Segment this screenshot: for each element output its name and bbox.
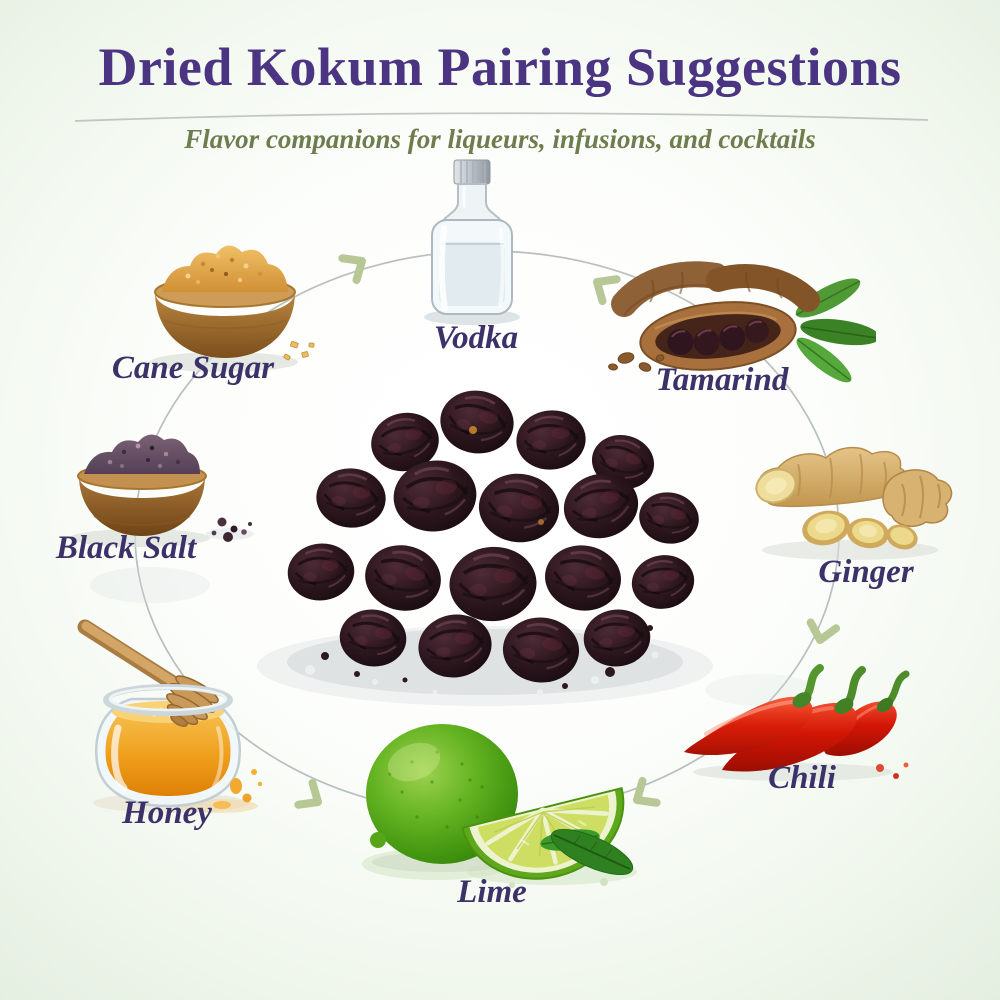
black-salt-bowl-illustration: [70, 434, 254, 547]
pairing-label-honey: Honey: [122, 795, 212, 831]
pairing-item-tamarind: [600, 246, 876, 386]
chili-peppers-illustration: [684, 664, 910, 781]
pairing-item-ginger: [742, 414, 962, 566]
honey-jar-illustration: [77, 619, 263, 813]
flow-arrow-icon: [593, 275, 621, 306]
dried-kokum-pile-illustration: [257, 384, 713, 706]
center-item-dried-kokum: [255, 360, 715, 710]
pairing-label-black-salt: Black Salt: [55, 530, 197, 566]
pairing-label-vodka: Vodka: [433, 320, 519, 356]
pairing-label-tamarind: Tamarind: [655, 362, 789, 398]
pairing-item-chili: [668, 632, 933, 787]
flow-arrow-icon: [806, 618, 841, 644]
pairing-label-chili: Chili: [768, 760, 836, 796]
vodka-bottle-illustration: [424, 159, 520, 325]
pairing-item-black-salt: [52, 412, 262, 552]
page-subtitle: Flavor companions for liqueurs, infusion…: [184, 124, 816, 154]
pairing-label-ginger: Ginger: [818, 554, 914, 590]
pairing-label-lime: Lime: [457, 874, 527, 910]
pairing-label-cane-sugar: Cane Sugar: [111, 350, 275, 386]
pairing-item-vodka: [413, 156, 535, 328]
flow-arrow-icon: [294, 778, 322, 809]
flow-arrow-icon: [633, 776, 661, 807]
title-divider-line: [74, 112, 929, 122]
cane-sugar-bowl-illustration: [150, 245, 315, 372]
pairing-item-lime: [342, 712, 647, 892]
flow-arrow-icon: [338, 254, 366, 285]
pairing-item-honey: [66, 600, 271, 815]
ginger-root-illustration: [755, 446, 953, 560]
pairing-item-cane-sugar: [128, 226, 323, 378]
tamarind-pods-illustration: [608, 261, 876, 383]
page-title: Dried Kokum Pairing Suggestions: [98, 37, 902, 97]
lime-illustration: [362, 724, 637, 888]
